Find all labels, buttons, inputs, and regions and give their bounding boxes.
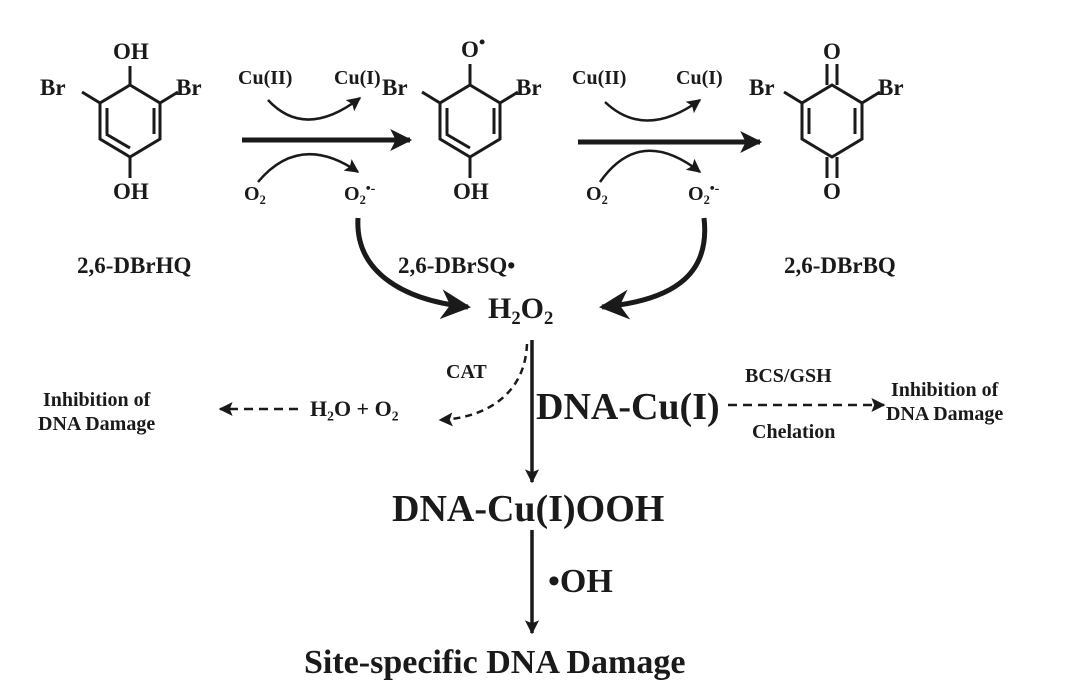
cu-arrow-2: [604, 98, 702, 122]
dbrsq-name: 2,6-DBrSQ•: [398, 253, 516, 278]
superoxide-arrow-left: [355, 217, 471, 320]
reaction2-oxygen-in: O2: [586, 183, 608, 207]
water-oxygen-products: H2O + O2: [310, 396, 399, 424]
dbrbq-name: 2,6-DBrBQ: [784, 253, 896, 278]
reaction1-copper-in: Cu(II): [238, 67, 293, 89]
dbrhq-bottom-oh: OH: [113, 179, 149, 204]
superoxide-arrow-right: [599, 217, 708, 320]
cat-dashed-arrow: [438, 343, 529, 427]
hydroxyl-radical: •OH: [548, 563, 613, 600]
hydrogen-peroxide: H2O2: [488, 292, 554, 329]
cu-arrow-1: [267, 97, 362, 121]
o2-arrow-2: [598, 149, 702, 183]
dbrsq-left-br: Br: [382, 75, 408, 100]
dbrbq-bottom-o: O: [823, 179, 841, 204]
dbrsq-structure: [421, 64, 519, 178]
reaction1-oxygen-in: O2: [244, 183, 266, 207]
catalase-label: CAT: [446, 361, 487, 383]
site-specific-dna-damage: Site-specific DNA Damage: [304, 644, 686, 681]
reaction2-copper-out: Cu(I): [676, 67, 723, 89]
dna-copper-hydroperoxide: DNA-Cu(I)OOH: [392, 488, 665, 530]
dbrsq-right-br: Br: [516, 75, 542, 100]
chelator-label: BCS/GSH: [745, 365, 832, 387]
dbrsq-bottom-oh: OH: [453, 179, 489, 204]
reaction2-copper-in: Cu(II): [572, 67, 627, 89]
dna-copper-complex: DNA-Cu(I): [536, 386, 720, 428]
dbrbq-structure: [783, 64, 881, 178]
reaction1-copper-out: Cu(I): [334, 67, 381, 89]
dbrsq-top-o: O•: [461, 31, 486, 62]
o2-arrow-1: [257, 153, 360, 183]
chelation-label: Chelation: [752, 421, 836, 443]
dbrhq-structure: [81, 66, 179, 178]
dbrbq-left-br: Br: [749, 75, 775, 100]
dbrhq-top-oh: OH: [113, 39, 149, 64]
dbrhq-left-br: Br: [40, 75, 66, 100]
reaction1-superoxide: O2•-: [344, 181, 376, 207]
dbrhq-right-br: Br: [176, 75, 202, 100]
dbrbq-top-o: O: [823, 39, 841, 64]
dbrbq-right-br: Br: [878, 75, 904, 100]
reaction2-superoxide: O2•-: [688, 181, 720, 207]
dbrhq-name: 2,6-DBrHQ: [77, 253, 192, 278]
